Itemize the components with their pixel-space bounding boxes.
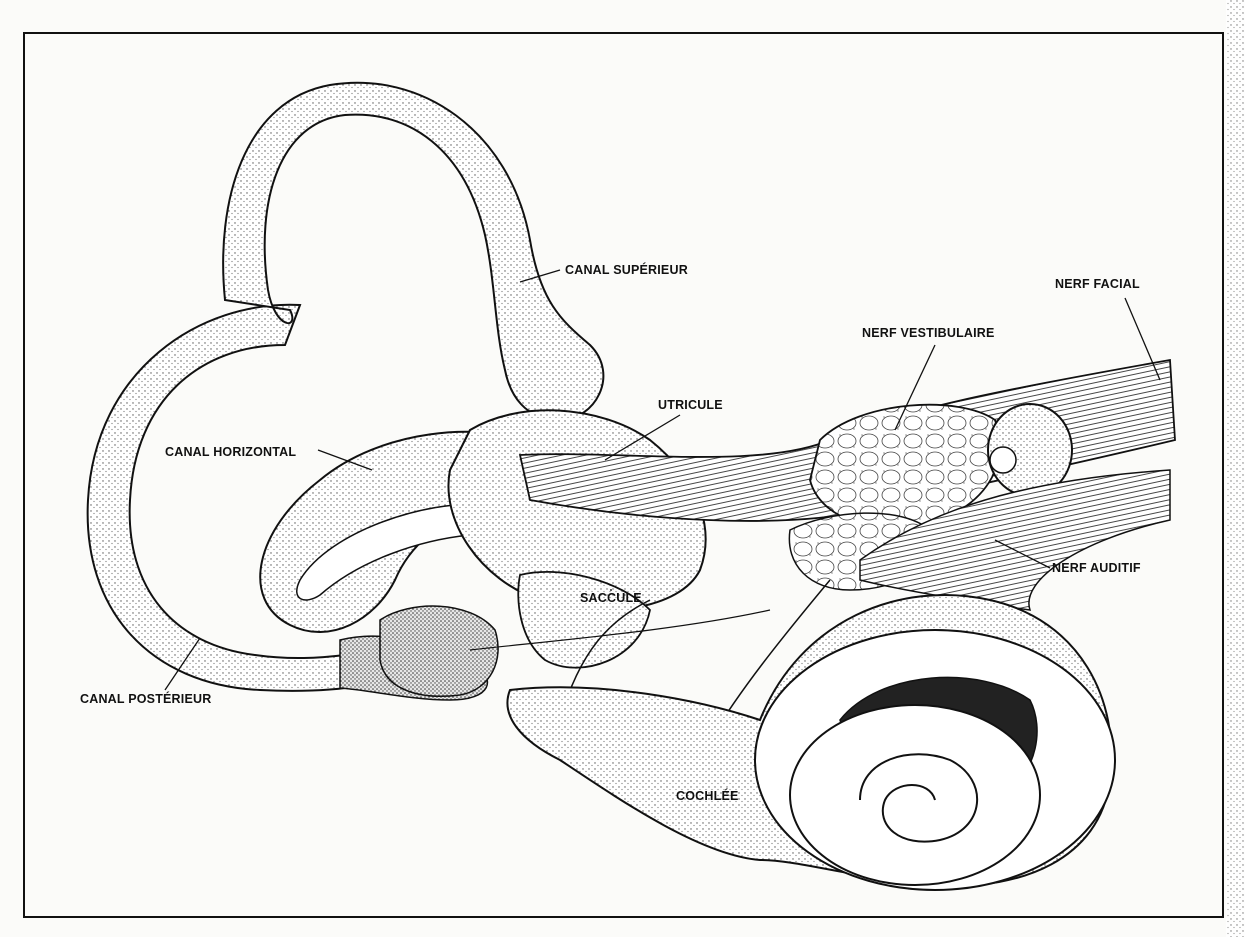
canal-superieur-shape <box>223 83 603 420</box>
label-nerf-vestibulaire: NERF VESTIBULAIRE <box>862 326 995 340</box>
label-canal-horizontal: CANAL HORIZONTAL <box>165 445 296 459</box>
label-utricule: UTRICULE <box>658 398 723 412</box>
scan-edge-texture <box>1226 0 1245 937</box>
label-saccule: SACCULE <box>580 591 642 605</box>
label-canal-superieur: CANAL SUPÉRIEUR <box>565 262 688 277</box>
label-nerf-auditif: NERF AUDITIF <box>1052 561 1141 575</box>
label-nerf-facial: NERF FACIAL <box>1055 277 1140 291</box>
label-cochlee: COCHLÉE <box>676 788 739 803</box>
label-canal-posterieur: CANAL POSTÉRIEUR <box>80 691 211 706</box>
